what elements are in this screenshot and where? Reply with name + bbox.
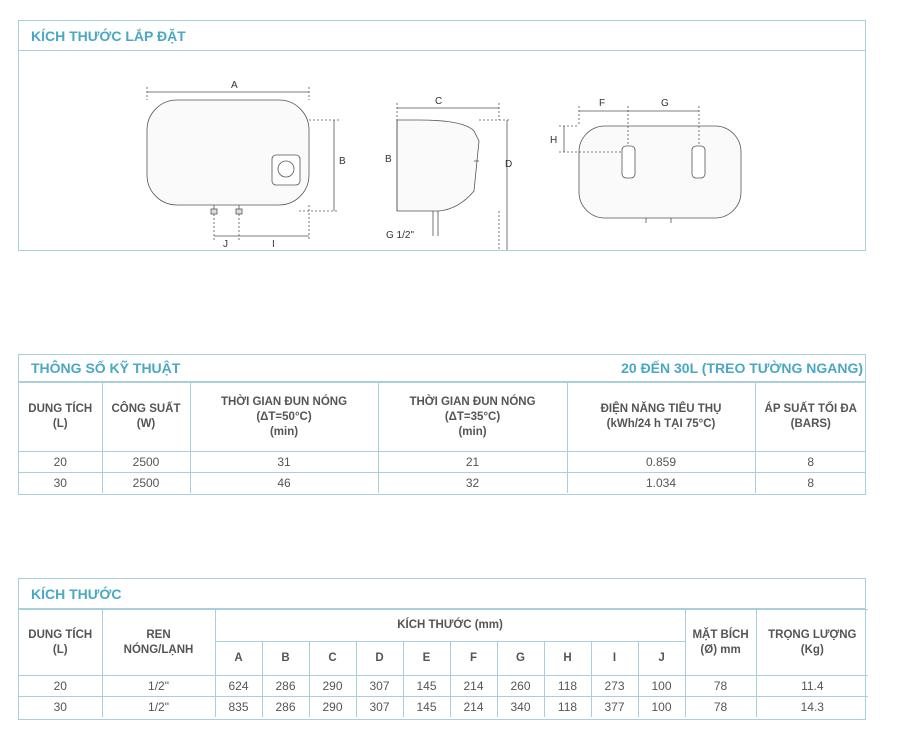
specs-h-heat50: THỜI GIAN ĐUN NÓNG(ΔT=50°C)(min): [189, 382, 379, 452]
dims-h-E: E: [402, 641, 451, 676]
front-view: [146, 87, 339, 241]
cell: 8: [754, 472, 866, 493]
specs-section: THÔNG SỐ KỸ THUẬT 20 ĐẾN 30L (TREO TƯỜNG…: [18, 354, 866, 495]
install-diagram: A B J I C B D G 1/2": [146, 80, 742, 250]
specs-h-energy: ĐIỆN NĂNG TIÊU THỤ(kWh/24 h TẠI 75°C): [566, 382, 756, 452]
label-C: C: [435, 96, 442, 107]
cell: 377: [590, 696, 639, 717]
specs-h-pressure: ÁP SUẤT TỐI ĐA(BARS): [754, 382, 866, 452]
cell: 260: [496, 675, 545, 697]
dims-h-flange: MẶT BÍCH(Ø) mm: [684, 609, 757, 676]
table-row: 30 2500 46 32 1.034 8: [19, 472, 866, 493]
label-F: F: [599, 98, 605, 109]
label-I: I: [272, 239, 275, 250]
label-H: H: [550, 135, 557, 146]
cell: 100: [637, 696, 686, 717]
install-title: KÍCH THƯỚC LẮP ĐẶT: [31, 27, 186, 44]
specs-h-capacity: DUNG TÍCH(L): [19, 382, 103, 452]
specs-header: THÔNG SỐ KỸ THUẬT 20 ĐẾN 30L (TREO TƯỜNG…: [19, 355, 865, 382]
table-row: 20 2500 31 21 0.859 8: [19, 451, 866, 473]
cell: 31: [189, 451, 379, 473]
dims-h-A: A: [215, 641, 263, 676]
cell: 286: [261, 696, 310, 717]
cell: 307: [355, 675, 404, 697]
cell: 307: [355, 696, 404, 717]
specs-h-power: CÔNG SUẤT(W): [101, 382, 191, 452]
install-header: KÍCH THƯỚC LẮP ĐẶT: [19, 21, 865, 51]
cell: 20: [19, 675, 103, 697]
cell: 14.3: [755, 696, 869, 717]
cell: 286: [261, 675, 310, 697]
specs-title: THÔNG SỐ KỸ THUẬT: [31, 360, 181, 376]
dims-h-J: J: [637, 641, 686, 676]
dims-h-weight: TRỌNG LƯỢNG(Kg): [755, 609, 869, 676]
specs-h-heat35: THỜI GIAN ĐUN NÓNG(ΔT=35°C)(min): [377, 382, 568, 452]
cell: 145: [402, 675, 451, 697]
cell: 30: [19, 472, 103, 493]
cell: 78: [684, 675, 757, 697]
cell: 118: [543, 696, 592, 717]
label-D: D: [505, 159, 512, 170]
cell: 145: [402, 696, 451, 717]
label-B: B: [339, 156, 346, 167]
dims-h-I: I: [590, 641, 639, 676]
cell: 46: [189, 472, 379, 493]
dims-h-capacity: DUNG TÍCH(L): [19, 609, 103, 676]
cell: 0.859: [566, 451, 756, 473]
cell: 100: [637, 675, 686, 697]
label-A: A: [231, 80, 238, 91]
cell: 835: [214, 696, 263, 717]
install-section: KÍCH THƯỚC LẮP ĐẶT A B J: [18, 20, 866, 251]
cell: 1.034: [566, 472, 756, 493]
dims-header: KÍCH THƯỚC: [19, 579, 865, 609]
specs-table: DUNG TÍCH(L) CÔNG SUẤT(W) THỜI GIAN ĐUN …: [19, 382, 866, 493]
label-G: G 1/2": [386, 230, 414, 241]
dims-h-G: G: [496, 641, 545, 676]
dims-title: KÍCH THƯỚC: [31, 585, 122, 602]
cell: 2500: [101, 451, 191, 473]
label-B-side: B: [385, 154, 392, 165]
cell: 340: [496, 696, 545, 717]
table-row: 20 1/2" 624 286 290 307 145 214 260 118 …: [19, 675, 869, 697]
label-G-back: G: [661, 98, 669, 109]
cell: 214: [449, 696, 498, 717]
dims-h-F: F: [449, 641, 498, 676]
cell: 21: [377, 451, 568, 473]
dims-h-D: D: [355, 641, 404, 676]
cell: 290: [308, 675, 357, 697]
cell: 2500: [101, 472, 191, 493]
cell: 1/2": [101, 696, 216, 717]
cell: 214: [449, 675, 498, 697]
cell: 1/2": [101, 675, 216, 697]
cell: 78: [684, 696, 757, 717]
cell: 11.4: [755, 675, 869, 697]
dims-h-B: B: [261, 641, 310, 676]
cell: 32: [377, 472, 568, 493]
dims-h-H: H: [543, 641, 592, 676]
cell: 30: [19, 696, 103, 717]
cell: 8: [754, 451, 866, 473]
side-view: [396, 103, 511, 250]
dims-h-C: C: [308, 641, 357, 676]
cell: 273: [590, 675, 639, 697]
label-J: J: [223, 239, 228, 250]
cell: 624: [214, 675, 263, 697]
table-row: 30 1/2" 835 286 290 307 145 214 340 118 …: [19, 696, 869, 717]
dims-h-group: KÍCH THƯỚC (mm): [214, 609, 686, 642]
cell: 118: [543, 675, 592, 697]
dims-header-row-2: A B C D E F G H I J: [19, 641, 868, 676]
cell: 290: [308, 696, 357, 717]
specs-subtitle: 20 ĐẾN 30L (TREO TƯỜNG NGANG): [621, 360, 863, 376]
specs-header-row: DUNG TÍCH(L) CÔNG SUẤT(W) THỜI GIAN ĐUN …: [19, 382, 866, 452]
cell: 20: [19, 451, 103, 473]
back-view: [559, 106, 742, 223]
